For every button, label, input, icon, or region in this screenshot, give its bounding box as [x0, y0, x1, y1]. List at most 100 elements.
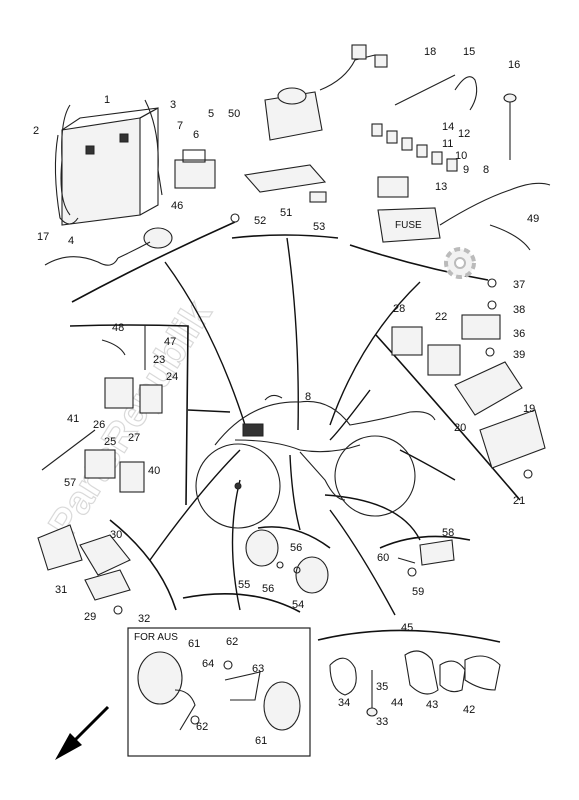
label-55: 55	[238, 579, 250, 591]
label-36: 36	[513, 328, 525, 340]
battery-cable-plus	[144, 99, 163, 196]
label-12: 12	[458, 128, 470, 140]
label-21: 21	[513, 495, 525, 507]
label-61a: 61	[188, 638, 200, 650]
bolt-37	[487, 278, 497, 288]
headlight-lens-61b	[263, 681, 301, 731]
clamp-15	[454, 76, 478, 111]
starter-relay	[174, 149, 216, 189]
label-56a: 56	[290, 542, 302, 554]
label-14: 14	[442, 121, 454, 133]
label-61b: 61	[255, 735, 267, 747]
part-number-labels: 1 2 3 4 5 6 7 8 8 9 10 11 12 13 14 15 16…	[33, 46, 539, 747]
label-53: 53	[313, 221, 325, 233]
group-border-left-flasher	[109, 519, 177, 611]
fuse-holder-13	[377, 176, 409, 198]
label-8b: 8	[305, 391, 311, 403]
label-57: 57	[64, 477, 76, 489]
horn-54	[295, 556, 329, 594]
label-7: 7	[177, 120, 183, 132]
headlight-lens-61a	[137, 651, 183, 705]
label-9: 9	[463, 164, 469, 176]
bolt-21	[523, 469, 533, 479]
relay-28	[391, 326, 423, 356]
bolt-60	[397, 557, 416, 564]
bolt-56b	[276, 561, 284, 569]
label-56b: 56	[262, 583, 274, 595]
lead-49	[489, 224, 531, 251]
horn-55	[245, 529, 279, 567]
relay-27	[119, 461, 145, 493]
band-41	[41, 429, 96, 471]
harness-plug-2	[374, 54, 388, 68]
terminal-lead-4	[44, 256, 119, 266]
label-45: 45	[401, 622, 413, 634]
label-13: 13	[435, 181, 447, 193]
label-41: 41	[67, 413, 79, 425]
label-1: 1	[104, 94, 110, 106]
battery-band	[54, 134, 79, 225]
regulator-19	[479, 409, 546, 469]
switch-34	[329, 657, 357, 696]
label-54: 54	[292, 599, 304, 611]
label-62b: 62	[196, 721, 208, 733]
group-border-left-relays	[69, 324, 189, 506]
label-28: 28	[393, 303, 405, 315]
group-border-battery	[71, 221, 236, 303]
gear-icon	[444, 247, 476, 279]
motorcycle-outline	[195, 394, 436, 529]
group-border-right-relays	[375, 334, 521, 501]
label-23: 23	[153, 354, 165, 366]
flasher-relay-31	[37, 524, 83, 571]
switch-42	[464, 655, 501, 691]
label-2: 2	[33, 125, 39, 137]
bracket-29	[84, 569, 131, 601]
bike-leader-lines	[149, 237, 456, 616]
label-59: 59	[412, 586, 424, 598]
label-19: 19	[523, 403, 535, 415]
label-6: 6	[193, 129, 199, 141]
label-27: 27	[128, 432, 140, 444]
ignition-coil	[264, 87, 323, 141]
battery-cable-minus	[60, 104, 71, 216]
label-51: 51	[280, 207, 292, 219]
label-34: 34	[338, 697, 350, 709]
bracket-64	[174, 689, 196, 731]
label-47: 47	[164, 336, 176, 348]
harness-connector	[319, 54, 376, 91]
group-border-plate	[379, 535, 471, 549]
harness-plug	[351, 44, 367, 60]
label-40: 40	[148, 465, 160, 477]
cover-20	[454, 361, 523, 416]
nut-59	[407, 567, 417, 577]
label-26: 26	[93, 419, 105, 431]
battery	[61, 107, 159, 226]
label-3: 3	[170, 99, 176, 111]
label-52: 52	[254, 215, 266, 227]
label-48: 48	[112, 322, 124, 334]
label-8a: 8	[483, 164, 489, 176]
label-10: 10	[455, 150, 467, 162]
label-42: 42	[463, 704, 475, 716]
label-20: 20	[454, 422, 466, 434]
label-24: 24	[166, 371, 178, 383]
nut-39	[485, 347, 495, 357]
fuse-row	[371, 123, 458, 172]
label-30: 30	[110, 529, 122, 541]
bracket-30	[79, 534, 131, 576]
cdi-bracket	[243, 164, 327, 193]
fuse-box-text: FUSE	[395, 220, 422, 231]
label-16: 16	[508, 59, 520, 71]
label-50: 50	[228, 108, 240, 120]
bolt-56a	[293, 566, 301, 574]
label-35: 35	[376, 681, 388, 693]
sensor-16-head	[503, 93, 517, 103]
band-18	[394, 74, 456, 106]
label-15: 15	[463, 46, 475, 58]
label-49: 49	[527, 213, 539, 225]
cdi-clip-53	[309, 191, 327, 203]
plate-light-58	[419, 539, 455, 566]
bracket-63	[224, 671, 261, 701]
label-25: 25	[104, 436, 116, 448]
